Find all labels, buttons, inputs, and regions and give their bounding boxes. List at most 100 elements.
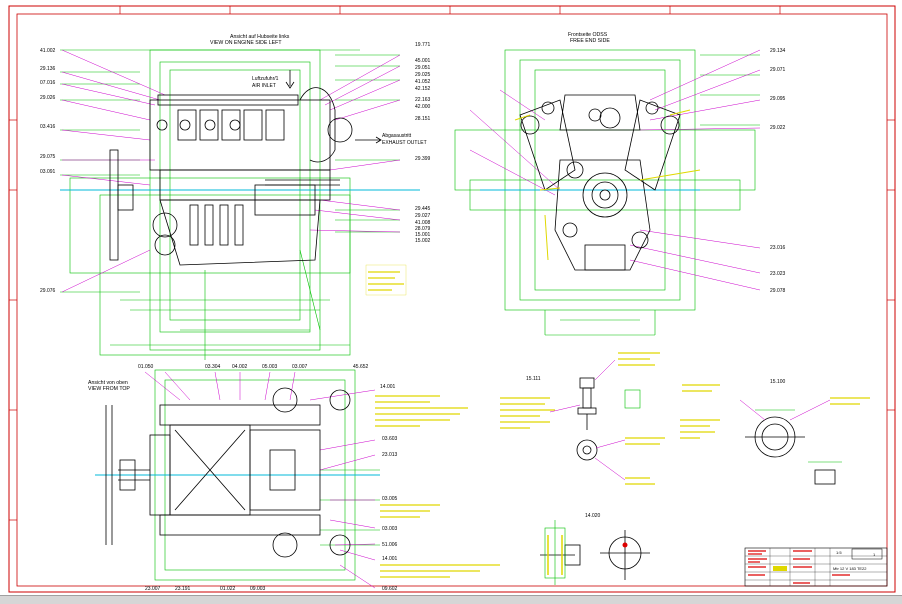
title-block-red-text [748,550,850,584]
top-dim-label: 23.191 [175,586,191,592]
top-dim-label: 51.006 [382,542,398,548]
front-view-caption-en: FREE END SIDE [570,38,610,44]
air-inlet-label-en: AIR INLET [252,83,276,89]
front-dim-label: 29.071 [770,67,786,73]
front-engine-body [519,94,681,271]
front-view-dimension-lines [454,49,760,336]
plug-yellow-marks [547,535,563,575]
top-dim-label: 03.603 [382,436,398,442]
side-dim-label: 22.163 [415,97,431,103]
front-yellow-marks [514,109,701,261]
front-view-caption-de: Frontseite ODSS [568,32,608,38]
side-view-dimension-lines [60,49,400,360]
detail-views: 15.111 15.100 [500,352,870,585]
title-block-scale: 1:5 [836,550,842,555]
air-inlet-label-de: Luftzufuhr/1 [252,76,279,82]
top-dim-label: 03.003 [382,526,398,532]
front-dim-label: 29.078 [770,288,786,294]
side-view: Ansicht auf Hubseite links VIEW ON ENGIN… [40,34,431,370]
side-dim-label: 29.399 [415,156,431,162]
side-dim-label: 41.008 [415,220,431,226]
top-view: Ansicht von oben VIEW FROM TOP [88,369,500,592]
side-dim-label: 29.027 [415,213,431,219]
air-inlet-arrow [285,70,295,89]
title-block: 1:5 1 Mtr 12 V 183 TE22 [744,547,888,587]
top-dim-label: 09.003 [250,586,266,592]
side-dim-label: 28.151 [415,116,431,122]
side-view-caption-en: VIEW ON ENGINE SIDE LEFT [210,40,282,46]
top-dim-label: 14.001 [380,384,396,390]
side-dim-label: 05.003 [262,364,278,370]
side-yellow-notes [365,264,407,296]
front-view: Frontseite ODSS FREE END SIDE [454,32,786,336]
side-engine-body [109,87,353,266]
side-dim-label: 29.075 [40,154,56,160]
outer-frame [8,5,896,593]
top-yellow-notes [375,395,500,578]
detail-label: 15.100 [770,379,786,385]
side-dim-label: 15.002 [415,238,431,244]
front-view-leaders [469,49,761,291]
front-dim-label: 29.134 [770,48,786,54]
top-dim-label: 01.022 [220,586,236,592]
title-block-yellow-cell [773,566,787,571]
top-dim-label: 23.007 [145,586,161,592]
flange-detail [745,416,836,485]
side-dim-label: 15.001 [415,232,431,238]
side-dim-label: 28.079 [415,226,431,232]
front-dim-label: 23.023 [770,271,786,277]
front-dim-label: 29.022 [770,125,786,131]
frame-ticks [9,6,895,521]
side-dim-label: 04.002 [232,364,248,370]
top-view-leaders [144,371,376,589]
flange-dims [755,409,842,463]
plug-detail [540,530,650,580]
plug-dims [544,520,566,585]
side-view-leaders [61,49,401,293]
side-view-caption-de: Ansicht auf Hubseite links [230,34,290,40]
side-dim-label: 45.652 [353,364,369,370]
title-block-drawing-no: Mtr 12 V 183 TE22 [833,566,867,571]
plug-marker [622,542,628,548]
sensor-dims [624,389,641,409]
side-dim-label: 03.416 [40,124,56,130]
side-dim-label: 03.091 [40,169,56,175]
title-block-sheet: 1 [873,552,876,557]
side-dim-label: 29.051 [415,65,431,71]
side-dim-label: 41.002 [40,48,56,54]
top-engine-body [105,387,351,558]
side-dim-label: 03.304 [205,364,221,370]
side-dim-label: 42.000 [415,104,431,110]
front-dim-label: 23.016 [770,245,786,251]
top-view-caption-de: Ansicht von oben [88,380,128,386]
side-dim-label: 29.136 [40,66,56,72]
detail-yellow-notes [500,352,870,485]
top-view-caption-en: VIEW FROM TOP [88,386,130,392]
flange-leaders [739,399,831,421]
side-dim-label: 29.445 [415,206,431,212]
top-dim-label: 14.001 [382,556,398,562]
side-dim-label: 07.016 [40,80,56,86]
side-dim-label: 29.076 [40,288,56,294]
top-dim-label: 23.013 [382,452,398,458]
top-dim-label: 03.005 [382,496,398,502]
side-dim-label: 42.152 [415,86,431,92]
top-dim-label: 09.602 [382,586,398,592]
sensor-detail [576,377,598,461]
detail-label: 15.111 [526,376,541,382]
side-dim-label: 45.001 [415,58,431,64]
side-dim-label: 29.025 [415,72,431,78]
side-dim-label: 03.007 [292,364,308,370]
exhaust-arrow [355,136,382,144]
exhaust-label-en: EXHAUST OUTLET [382,140,427,146]
side-dim-label: 41.052 [415,79,431,85]
front-dim-label: 29.095 [770,96,786,102]
side-dim-label: 01.050 [138,364,154,370]
side-dim-label: 29.026 [40,95,56,101]
detail-label: 14.020 [585,513,601,519]
exhaust-label-de: Abgasaustritt [382,133,412,139]
side-dim-label: 19.771 [415,42,431,48]
sensor-leaders [549,359,626,481]
